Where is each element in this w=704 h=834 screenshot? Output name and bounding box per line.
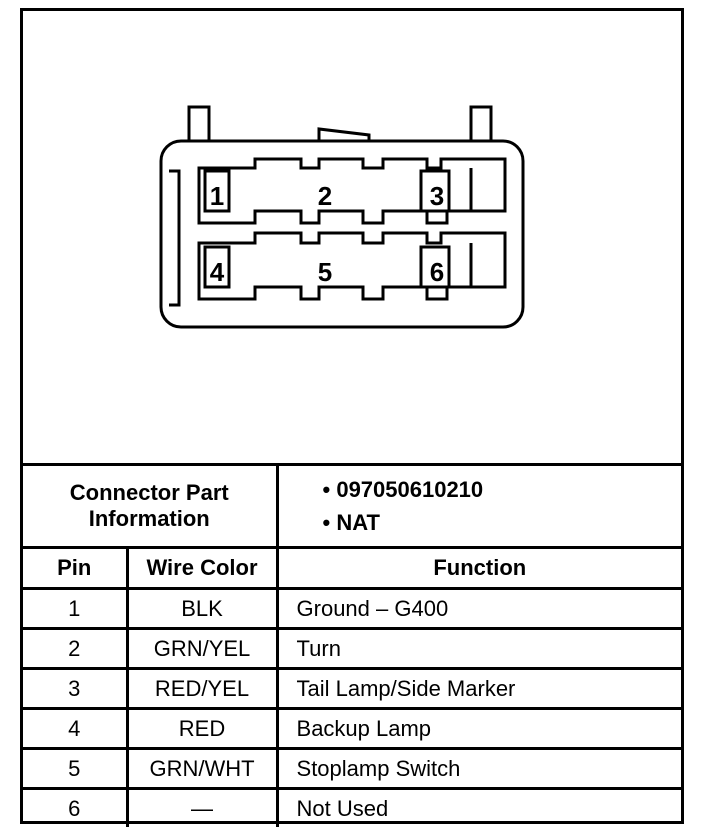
- table-row: 4 RED Backup Lamp: [23, 707, 682, 750]
- part-info-row: Connector Part Information • 09705061021…: [23, 463, 682, 549]
- function-cell: Tail Lamp/Side Marker: [275, 667, 682, 710]
- lock-tab: [317, 127, 371, 141]
- pin-cell: 4: [23, 707, 129, 750]
- wire-color-cell: RED/YEL: [125, 667, 279, 710]
- diagram-frame: 1 2 3 4 5 6 Connector Part Information •…: [20, 8, 684, 827]
- part-info-label-line: Information: [88, 506, 210, 531]
- function-cell: Backup Lamp: [275, 707, 682, 750]
- top-cavity-row: [197, 157, 507, 225]
- table-row: 1 BLK Ground – G400: [23, 587, 682, 630]
- wire-color-cell: GRN/YEL: [125, 627, 279, 670]
- wire-color-cell: GRN/WHT: [125, 747, 279, 790]
- part-info-label-line: Connector Part: [69, 480, 229, 505]
- pin-cell: 6: [23, 787, 129, 827]
- terminal-4: [203, 245, 231, 289]
- table-row: 3 RED/YEL Tail Lamp/Side Marker: [23, 667, 682, 710]
- left-post: [187, 105, 211, 141]
- wire-color-cell: BLK: [125, 587, 279, 630]
- right-post: [469, 105, 493, 141]
- terminal-3: [419, 169, 451, 213]
- part-number: • 097050610210: [322, 477, 484, 502]
- function-cell: Stoplamp Switch: [275, 747, 682, 790]
- terminal-1: [203, 169, 231, 213]
- part-info-values: • 097050610210 • NAT: [275, 463, 682, 549]
- wire-color-cell: —: [125, 787, 279, 827]
- pin-label: 5: [318, 257, 332, 287]
- header-wire-color: Wire Color: [125, 546, 279, 590]
- function-cell: Ground – G400: [275, 587, 682, 630]
- part-color: • NAT: [322, 510, 380, 535]
- header-pin: Pin: [23, 546, 129, 590]
- function-cell: Turn: [275, 627, 682, 670]
- table-row: 5 GRN/WHT Stoplamp Switch: [23, 747, 682, 790]
- part-info-label: Connector Part Information: [23, 463, 279, 549]
- pin-cell: 5: [23, 747, 129, 790]
- connector-housing: [159, 139, 525, 329]
- pin-label: 3: [430, 181, 444, 211]
- bottom-cavity-row: [197, 231, 507, 301]
- table-row: 2 GRN/YEL Turn: [23, 627, 682, 670]
- pin-label: 4: [210, 257, 225, 287]
- pinout-table: Connector Part Information • 09705061021…: [23, 463, 682, 827]
- pin-cell: 1: [23, 587, 129, 630]
- terminal-6: [419, 245, 451, 289]
- table-row: 6 — Not Used: [23, 787, 682, 827]
- pin-cell: 3: [23, 667, 129, 710]
- header-function: Function: [275, 546, 682, 590]
- function-cell: Not Used: [275, 787, 682, 827]
- pin-label: 6: [430, 257, 444, 287]
- pin-label: 2: [318, 181, 332, 211]
- wire-color-cell: RED: [125, 707, 279, 750]
- pin-label: 1: [210, 181, 224, 211]
- pin-cell: 2: [23, 627, 129, 670]
- connector-face-diagram: 1 2 3 4 5 6: [159, 105, 525, 329]
- left-rail: [169, 169, 181, 307]
- table-header-row: Pin Wire Color Function: [23, 546, 682, 590]
